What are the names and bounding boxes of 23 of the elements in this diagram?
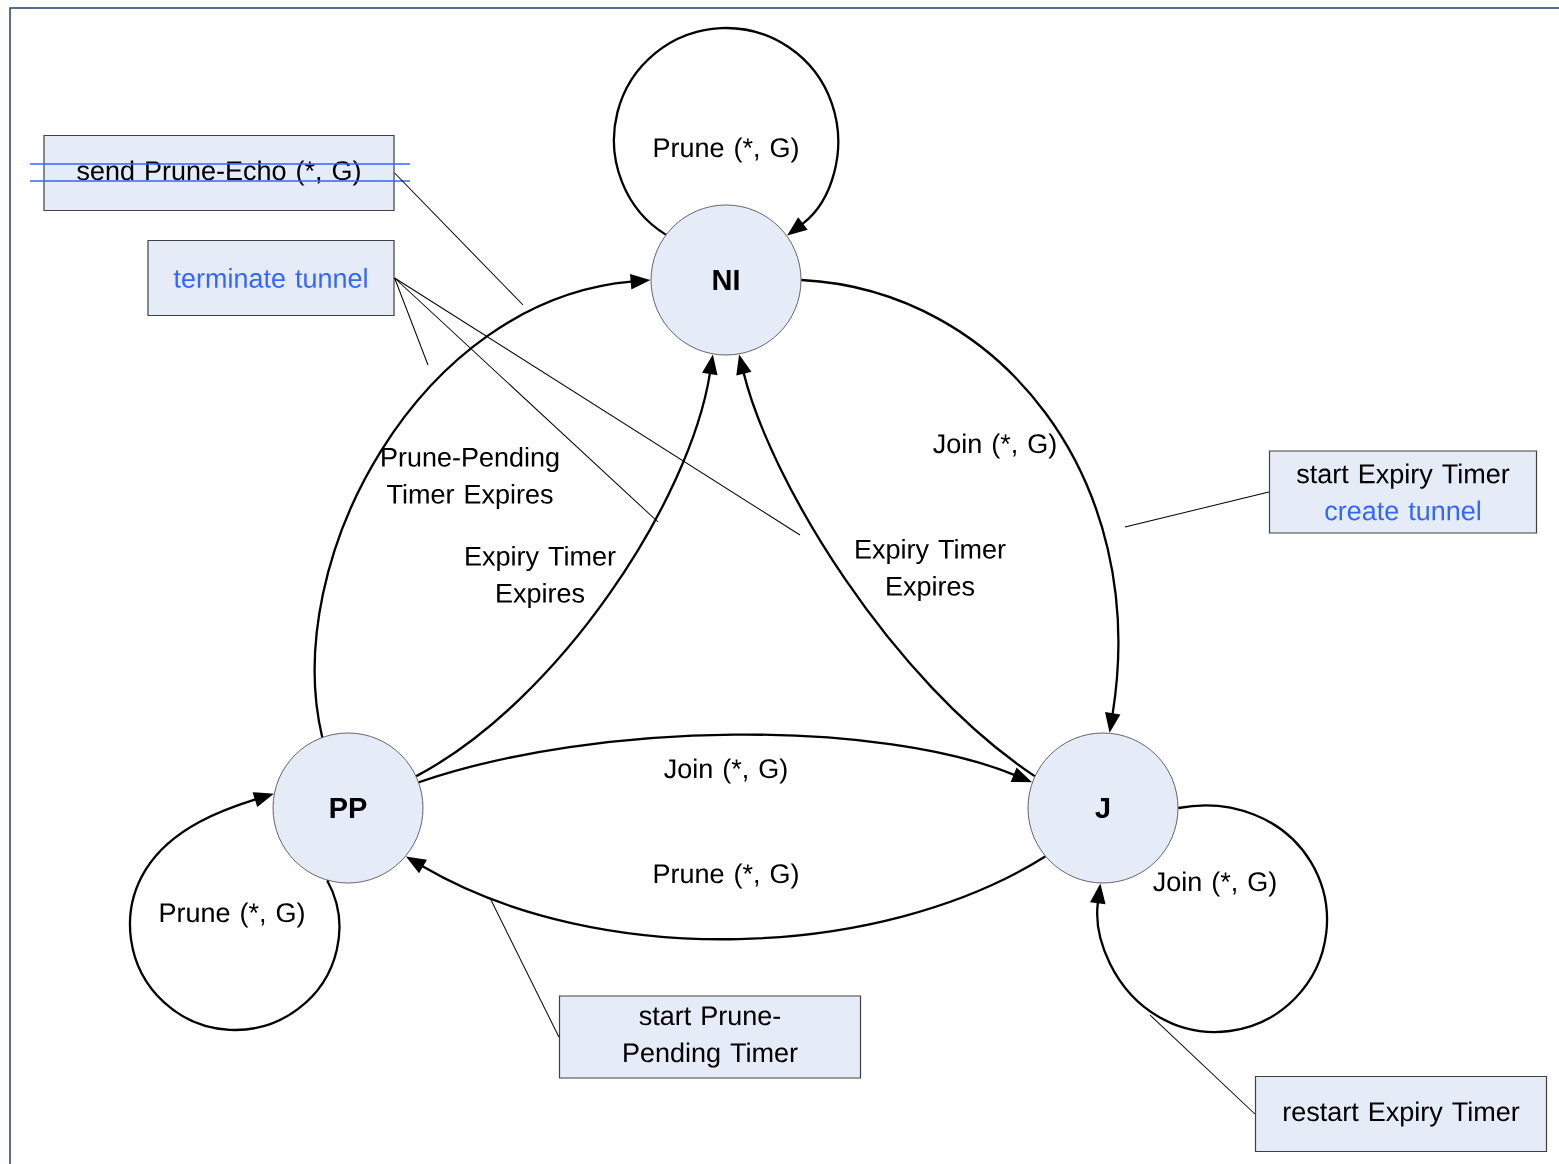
action-box: terminate tunnel	[147, 239, 395, 317]
action-box: start Prune-Pending Timer	[558, 995, 862, 1079]
edge-label: Expiry Timer Expires	[856, 538, 1006, 602]
action-box: restart Expiry Timer	[1254, 1075, 1548, 1153]
leader-line	[1124, 491, 1270, 528]
edge-label: Expiry Timer Expires	[466, 545, 616, 609]
action-box: start Expiry Timer create tunnel	[1268, 450, 1538, 534]
edge-label: Prune (*, G)	[654, 863, 798, 889]
leader-line	[394, 277, 429, 366]
leader-line	[394, 172, 524, 306]
arrow	[129, 792, 341, 1031]
action-box: send Prune-Echo (*, G)	[43, 134, 395, 212]
leader-line	[394, 277, 659, 523]
edge-label: Prune (*, G)	[160, 902, 304, 928]
arrow	[1090, 804, 1329, 1034]
arrow	[612, 26, 840, 236]
leader-line	[489, 897, 560, 1038]
leader-line	[1149, 1014, 1256, 1115]
edge-label: Join (*, G)	[933, 433, 1056, 459]
leader-line	[394, 277, 801, 536]
edge-label: Prune-Pending Timer Expires	[382, 446, 559, 510]
edge-label: Join (*, G)	[664, 758, 787, 784]
edge-label: Prune (*, G)	[654, 137, 798, 163]
